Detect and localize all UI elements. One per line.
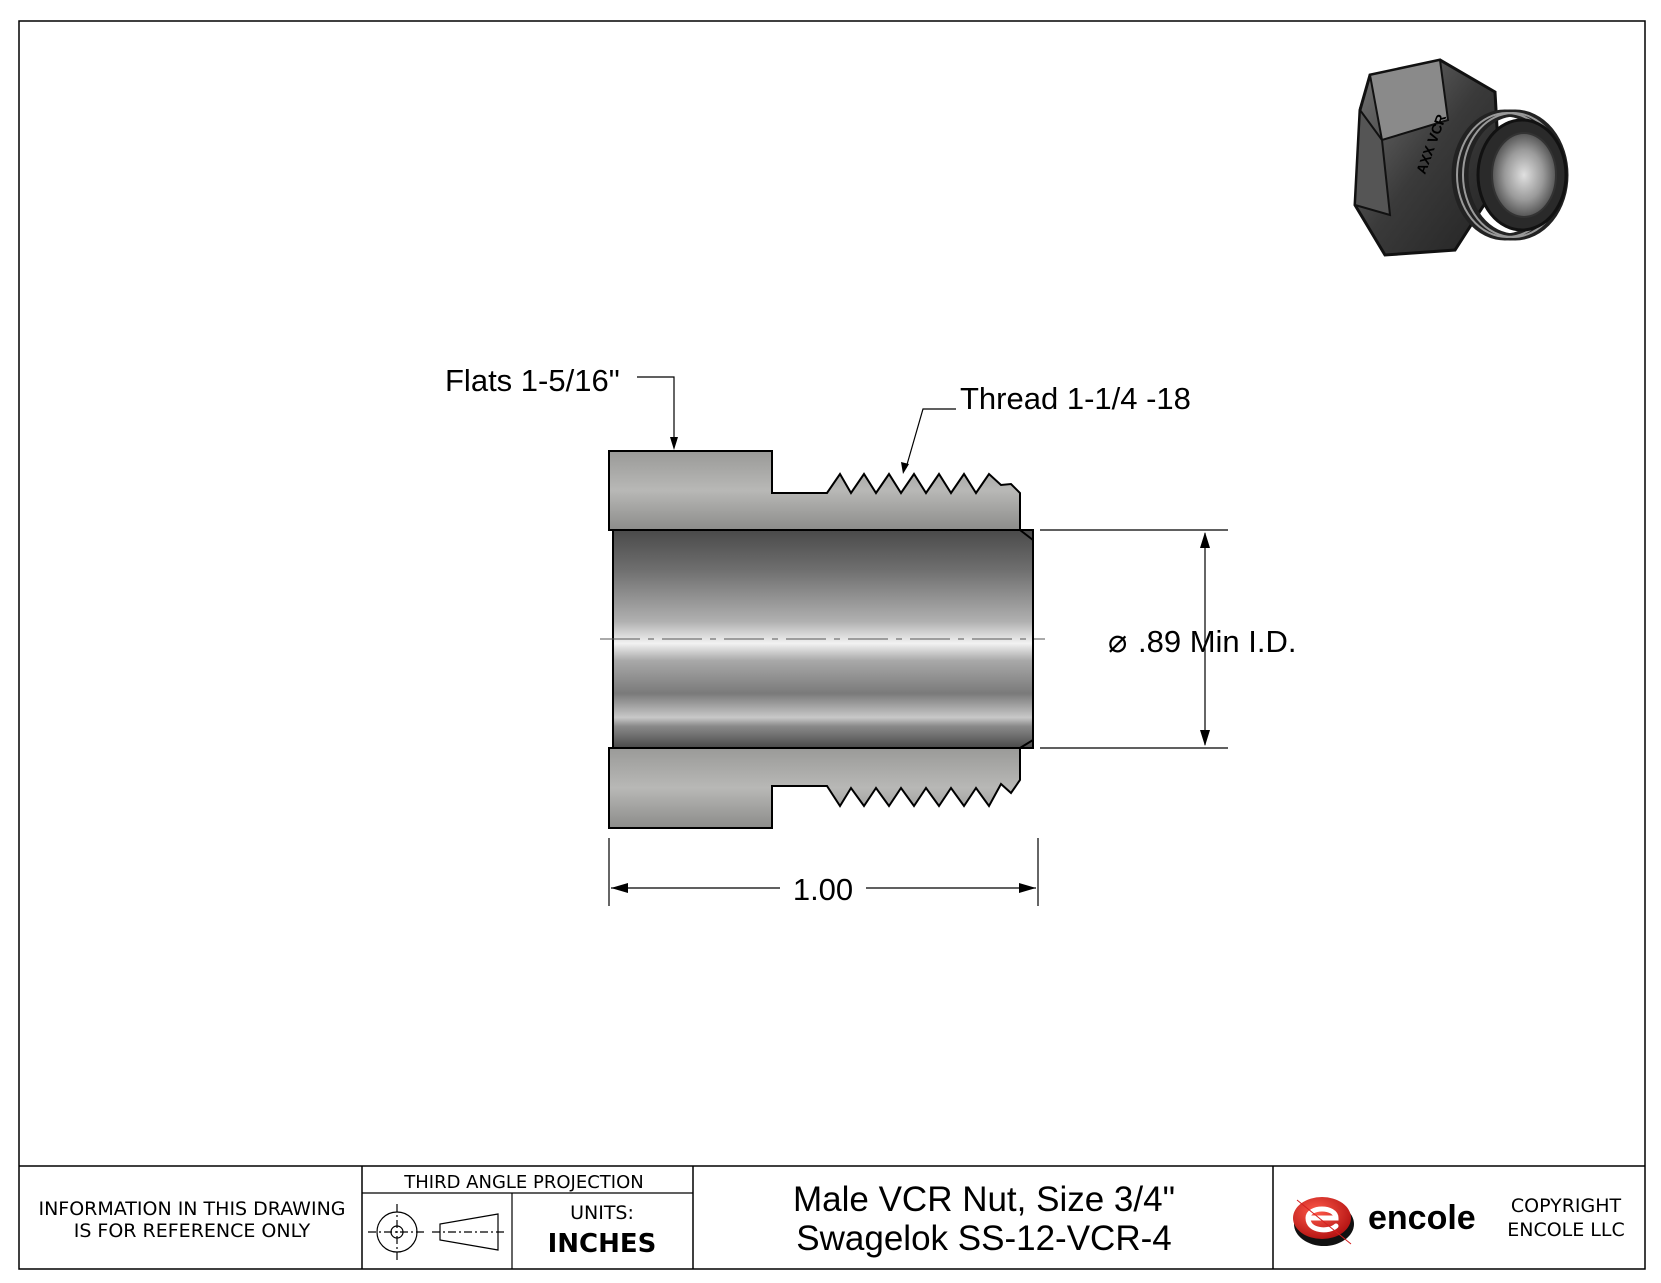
drawing-title-line1: Male VCR Nut, Size 3/4" (793, 1180, 1175, 1219)
dimensions (608, 376, 1228, 906)
inner-diameter-callout: .89 Min I.D. (1138, 624, 1297, 659)
thread-callout: Thread 1-1/4 -18 (960, 381, 1191, 416)
projection-label: THIRD ANGLE PROJECTION (403, 1172, 644, 1193)
third-angle-projection-icon (368, 1204, 505, 1260)
disclaimer-line1: INFORMATION IN THIS DRAWING (38, 1198, 345, 1220)
copyright-line2: ENCOLE LLC (1507, 1219, 1625, 1241)
encole-logo-icon (1293, 1197, 1354, 1246)
flats-leader (637, 376, 675, 445)
length-callout: 1.00 (793, 872, 853, 907)
brand-name: encole (1368, 1199, 1476, 1237)
units-label: UNITS: (570, 1202, 634, 1224)
section-view (600, 450, 1045, 829)
copyright-line1: COPYRIGHT (1511, 1195, 1622, 1217)
disclaimer-line2: IS FOR REFERENCE ONLY (74, 1220, 311, 1242)
lower-wall (608, 747, 1021, 829)
thread-leader (905, 408, 956, 469)
units-value: INCHES (548, 1229, 657, 1259)
flats-callout: Flats 1-5/16" (445, 363, 620, 398)
sheet-border (18, 20, 1646, 1270)
title-block: INFORMATION IN THIS DRAWING IS FOR REFER… (19, 1165, 1645, 1269)
diameter-symbol: ⌀ (1108, 623, 1127, 659)
upper-wall (608, 450, 1021, 531)
isometric-view: AXX VCR (1353, 58, 1569, 257)
drawing-title-line2: Swagelok SS-12-VCR-4 (796, 1219, 1171, 1258)
